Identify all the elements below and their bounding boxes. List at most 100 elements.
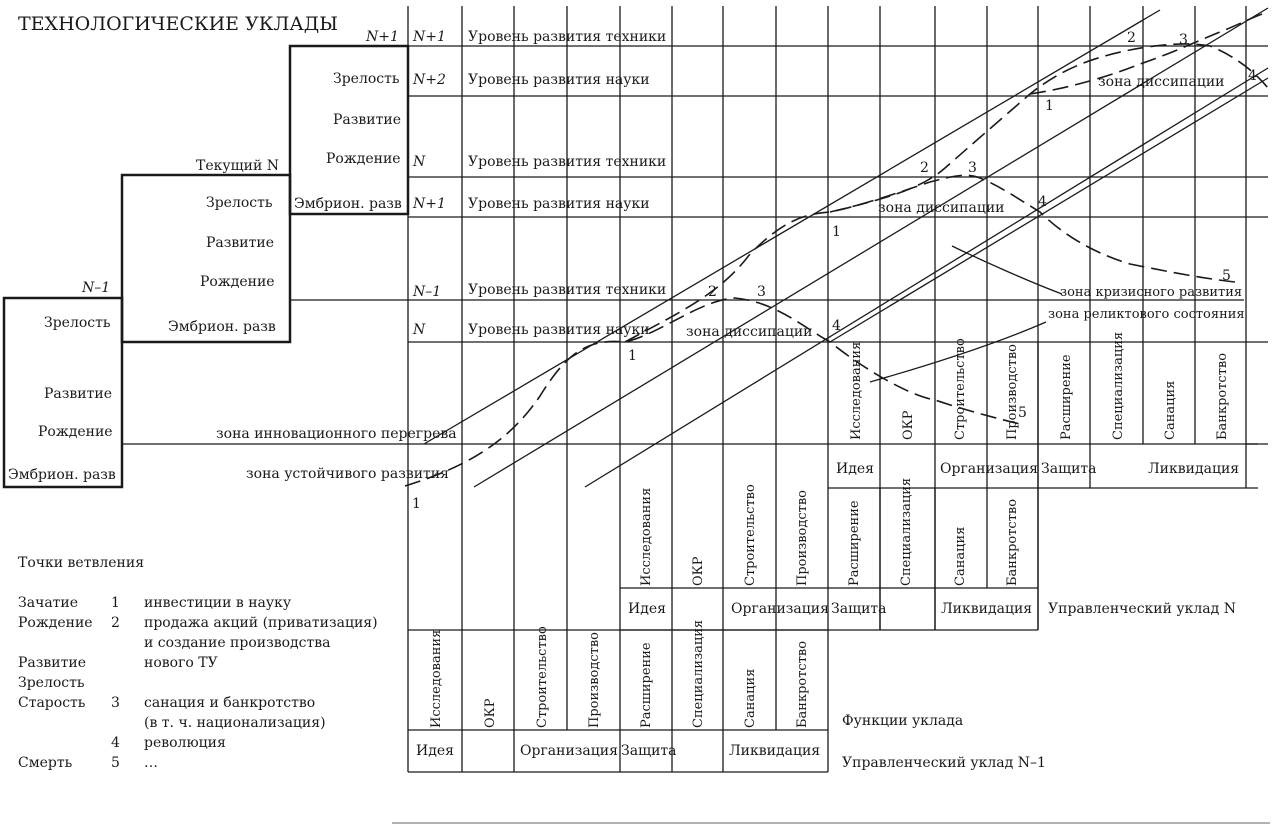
mgmt-group-label: Защита <box>831 601 887 617</box>
mgmt-order-n-minus-1-caption: Управленческий уклад N–1 <box>842 755 1046 771</box>
function-label: Специализация <box>1111 332 1126 440</box>
level-code: N+1 <box>412 196 446 212</box>
function-label: Специализация <box>691 620 706 728</box>
function-label: ОКР <box>901 410 916 440</box>
order-n-minus-1-box <box>2 296 124 489</box>
zone-dissipation-top: зона диссипации <box>1098 74 1225 90</box>
order-n-box <box>120 173 292 344</box>
column-label-n-minus-1: N–1 <box>81 280 110 296</box>
mgmt-group-label: Идея <box>628 601 666 617</box>
legend-text: санация и банкротство <box>144 695 315 711</box>
legend-stage: Смерть <box>18 755 73 771</box>
level-text: Уровень развития науки <box>468 322 650 338</box>
function-label: Производство <box>795 490 810 586</box>
mgmt-group-label: Защита <box>1041 461 1097 477</box>
functions-block-n-minus-1: Исследования ОКР Строительство Производс… <box>408 620 1046 773</box>
branching-points-legend: Точки ветвления Зачатие 1 инвестиции в н… <box>18 555 378 771</box>
function-label: Исследования <box>639 488 654 586</box>
function-label: Санация <box>743 669 758 728</box>
stage-maturity-n-minus-1: Зрелость <box>44 315 111 331</box>
legend-heading: Точки ветвления <box>18 555 144 571</box>
function-label: Строительство <box>743 484 758 586</box>
mgmt-group-label: Организация <box>940 461 1038 477</box>
stage-embryo-n-minus-1: Эмбрион. разв <box>8 467 116 483</box>
point-marker: 4 <box>1248 68 1257 84</box>
legend-num: 5 <box>111 755 120 771</box>
level-text: Уровень развития техники <box>468 29 666 45</box>
function-label: Банкротство <box>1215 353 1230 440</box>
mgmt-group-label: Ликвидация <box>941 601 1032 617</box>
point-marker: 5 <box>1222 268 1231 284</box>
functions-block-n: Исследования ОКР Строительство Производс… <box>620 478 1236 631</box>
column-label-n-plus-1: N+1 <box>365 29 399 45</box>
zone-labels: зона диссипации зона диссипации зона дис… <box>216 74 1245 482</box>
stage-development-n-plus-1: Развитие <box>333 112 401 128</box>
function-label: Специализация <box>899 478 914 586</box>
point-marker: 3 <box>757 284 766 300</box>
legend-num: 2 <box>111 615 120 631</box>
stage-birth-n-minus-1: Рождение <box>38 424 113 440</box>
level-code: N+1 <box>412 29 446 45</box>
mgmt-group-label: Организация <box>731 601 829 617</box>
level-text: Уровень развития техники <box>468 282 666 298</box>
level-text: Уровень развития науки <box>468 72 650 88</box>
stage-development-n: Развитие <box>206 235 274 251</box>
point-marker: 4 <box>832 318 841 334</box>
legend-text: продажа акций (приватизация) <box>144 615 378 631</box>
zone-sustainable: зона устойчивого развития <box>246 466 449 482</box>
point-marker: 5 <box>1018 405 1027 421</box>
level-code: N <box>412 322 426 338</box>
function-label: Банкротство <box>1005 499 1020 586</box>
function-label: Санация <box>953 527 968 586</box>
point-marker: 1 <box>628 348 637 364</box>
stage-embryo-n-plus-1: Эмбрион. разв <box>294 196 402 212</box>
mgmt-group-label: Защита <box>621 743 677 759</box>
function-label: Производство <box>587 632 602 728</box>
point-marker: 3 <box>1179 32 1188 48</box>
stage-maturity-n: Зрелость <box>206 195 273 211</box>
zone-innovation-overheat: зона инновационного перегрева <box>216 426 457 442</box>
legend-text: революция <box>144 735 226 751</box>
mgmt-group-label: Идея <box>416 743 454 759</box>
branch-point-markers: 1 1 2 3 4 5 1 2 3 4 5 1 2 3 4 <box>412 30 1257 512</box>
stage-birth-n: Рождение <box>200 274 275 290</box>
point-marker: 2 <box>1127 30 1136 46</box>
legend-num: 4 <box>111 735 120 751</box>
legend-stage: Старость <box>18 695 86 711</box>
function-label: Строительство <box>535 626 550 728</box>
point-marker: 2 <box>708 284 717 300</box>
legend-text: и создание производства <box>144 635 330 651</box>
legend-num: 1 <box>111 595 120 611</box>
level-rows: N+1 Уровень развития техники N+2 Уровень… <box>412 29 666 338</box>
mgmt-group-label: Организация <box>520 743 618 759</box>
dashed-trajectories <box>404 11 1269 487</box>
legend-text: (в т. ч. национализация) <box>144 715 326 731</box>
stage-embryo-n: Эмбрион. разв <box>168 319 276 335</box>
zone-crisis: зона кризисного развития <box>1060 285 1242 300</box>
legend-stage: Зачатие <box>18 595 78 611</box>
legend-stage: Зрелость <box>18 675 85 691</box>
legend-num: 3 <box>111 695 120 711</box>
stage-development-n-minus-1: Развитие <box>44 386 112 402</box>
legend-stage: Развитие <box>18 655 86 671</box>
functions-of-order-caption: Функции уклада <box>842 713 963 729</box>
function-label: Исследования <box>429 630 444 728</box>
mgmt-group-label: Ликвидация <box>1148 461 1239 477</box>
function-label: Производство <box>1005 344 1020 440</box>
function-label: Санация <box>1163 381 1178 440</box>
function-label: Расширение <box>847 500 862 586</box>
zone-dissipation-bottom: зона диссипации <box>686 324 813 340</box>
legend-text: … <box>144 755 158 771</box>
legend-stage: Рождение <box>18 615 93 631</box>
zone-dissipation-middle: зона диссипации <box>878 200 1005 216</box>
function-label: ОКР <box>483 698 498 728</box>
point-marker: 1 <box>412 496 421 512</box>
point-marker: 2 <box>920 160 929 176</box>
function-label: Расширение <box>1059 354 1074 440</box>
point-marker: 1 <box>832 224 841 240</box>
function-label: Исследования <box>849 342 864 440</box>
mgmt-group-label: Ликвидация <box>729 743 820 759</box>
function-label: Строительство <box>953 338 968 440</box>
level-text: Уровень развития техники <box>468 154 666 170</box>
